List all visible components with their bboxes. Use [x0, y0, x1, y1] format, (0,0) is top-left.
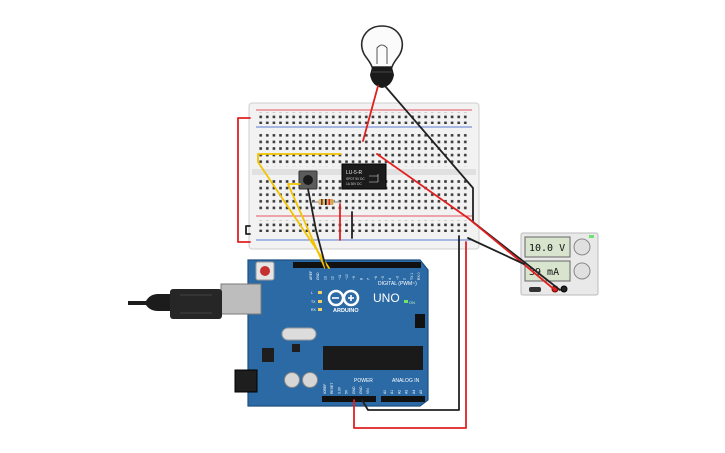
power-switch[interactable] — [529, 287, 541, 292]
pushbutton-icon — [303, 175, 313, 185]
pin-label: ~11 — [338, 274, 342, 280]
relay-to-psu-positive-wire[interactable] — [376, 153, 556, 291]
resistor[interactable] — [313, 199, 340, 205]
pin-label: A4 — [412, 390, 416, 394]
usb-cable-icon — [128, 289, 222, 319]
pin-label: AREF — [309, 271, 313, 280]
pin-label: ~3 — [395, 276, 399, 280]
5v-to-rail-wire[interactable] — [353, 241, 467, 429]
yellow-signal-wire-1[interactable] — [257, 153, 342, 269]
pin-label: GND — [359, 386, 363, 394]
light-bulb-icon — [360, 25, 404, 88]
pin-label: RESET — [330, 383, 334, 394]
pin-label: GND — [316, 272, 320, 280]
usb-cable[interactable] — [128, 289, 222, 319]
pin-label: 4 — [388, 278, 392, 280]
pin-label: A0 — [383, 390, 387, 394]
pin-label: A3 — [405, 390, 409, 394]
pin-label: A5 — [419, 390, 423, 394]
power-header — [322, 396, 376, 402]
relay-spec-line1: SPDT 5V DC — [346, 177, 365, 181]
pin-label: RX 0 — [417, 272, 421, 280]
voltage-knob[interactable] — [573, 238, 591, 256]
digital-header-label: DIGITAL (PWM~) — [378, 281, 417, 287]
current-readout: 39 mA — [529, 267, 559, 278]
voltage-regulator — [262, 348, 274, 362]
wires — [237, 85, 561, 429]
on-led — [404, 300, 408, 303]
analog-header-label: ANALOG IN — [392, 378, 420, 384]
left-black-rail-jumper[interactable] — [245, 225, 251, 235]
pushbutton[interactable] — [298, 170, 318, 190]
usb-port — [220, 283, 262, 315]
tx-led-label: TX — [311, 300, 316, 304]
pin-label: GND — [352, 386, 356, 394]
pin-label: TX 1 — [410, 273, 414, 280]
power-jack — [234, 369, 258, 393]
light-bulb[interactable] — [360, 25, 404, 88]
capacitor-2 — [302, 372, 318, 388]
negative-terminal — [560, 285, 568, 293]
bulb-to-psu-negative-wire[interactable] — [384, 85, 561, 291]
pin-label: 2 — [403, 278, 407, 280]
voltage-display — [524, 236, 571, 258]
button-to-arduino-wire[interactable] — [307, 188, 327, 269]
pin-label: A1 — [390, 390, 394, 394]
arduino-logo-icon — [327, 289, 360, 307]
power-supply[interactable]: 10.0 V 39 mA — [520, 232, 599, 296]
gnd-to-rail-wire[interactable] — [361, 235, 460, 411]
pin-label: VIN — [366, 388, 370, 394]
power-header-label: POWER — [354, 378, 373, 384]
left-red-rail-jumper[interactable] — [237, 117, 251, 243]
relay-spec-line2: 1A 30V DC — [346, 182, 362, 186]
capacitor-1 — [284, 372, 300, 388]
pin-label: IOREF — [323, 384, 327, 394]
pin-label: A2 — [397, 390, 401, 394]
pin-label: 7 — [367, 278, 371, 280]
arduino-uno[interactable]: ARDUINO UNO DIGITAL (PWM~) POWER ANALOG … — [220, 259, 429, 407]
atmega-chip — [323, 346, 423, 370]
digital-header — [293, 262, 421, 268]
arduino-brand: ARDUINO — [333, 308, 359, 314]
rx-led-label: RX — [311, 308, 317, 312]
pin-label: ~10 — [345, 274, 349, 280]
top-rail-holes — [258, 112, 470, 124]
yellow-signal-wire-2[interactable] — [287, 183, 326, 269]
bulb-to-relay-wire[interactable] — [362, 85, 379, 142]
analog-header — [381, 396, 425, 402]
relay-part-label: LU-5-R — [346, 170, 363, 176]
pin-label: ~9 — [352, 276, 356, 280]
pin-label: 12 — [331, 276, 335, 280]
relay-symbol-icon — [369, 174, 379, 183]
l-led-label: L — [311, 291, 313, 295]
pin-label: 5V — [345, 389, 349, 394]
voltage-readout: 10.0 V — [529, 243, 565, 254]
on-led-label: ON — [409, 300, 415, 305]
pin-label: ~6 — [374, 276, 378, 280]
crystal — [281, 327, 317, 341]
pin-label: 8 — [359, 278, 363, 280]
bottom-rail-holes — [258, 220, 470, 232]
pin-label: ~5 — [381, 276, 385, 280]
arduino-model: UNO — [373, 291, 400, 305]
relay[interactable]: LU-5-R SPDT 5V DC 1A 30V DC — [341, 163, 387, 190]
rail-to-psu-wire[interactable] — [467, 237, 525, 265]
pin-label: 3.3V — [337, 386, 341, 394]
pin-label: 13 — [323, 276, 327, 280]
current-knob[interactable] — [573, 262, 591, 280]
